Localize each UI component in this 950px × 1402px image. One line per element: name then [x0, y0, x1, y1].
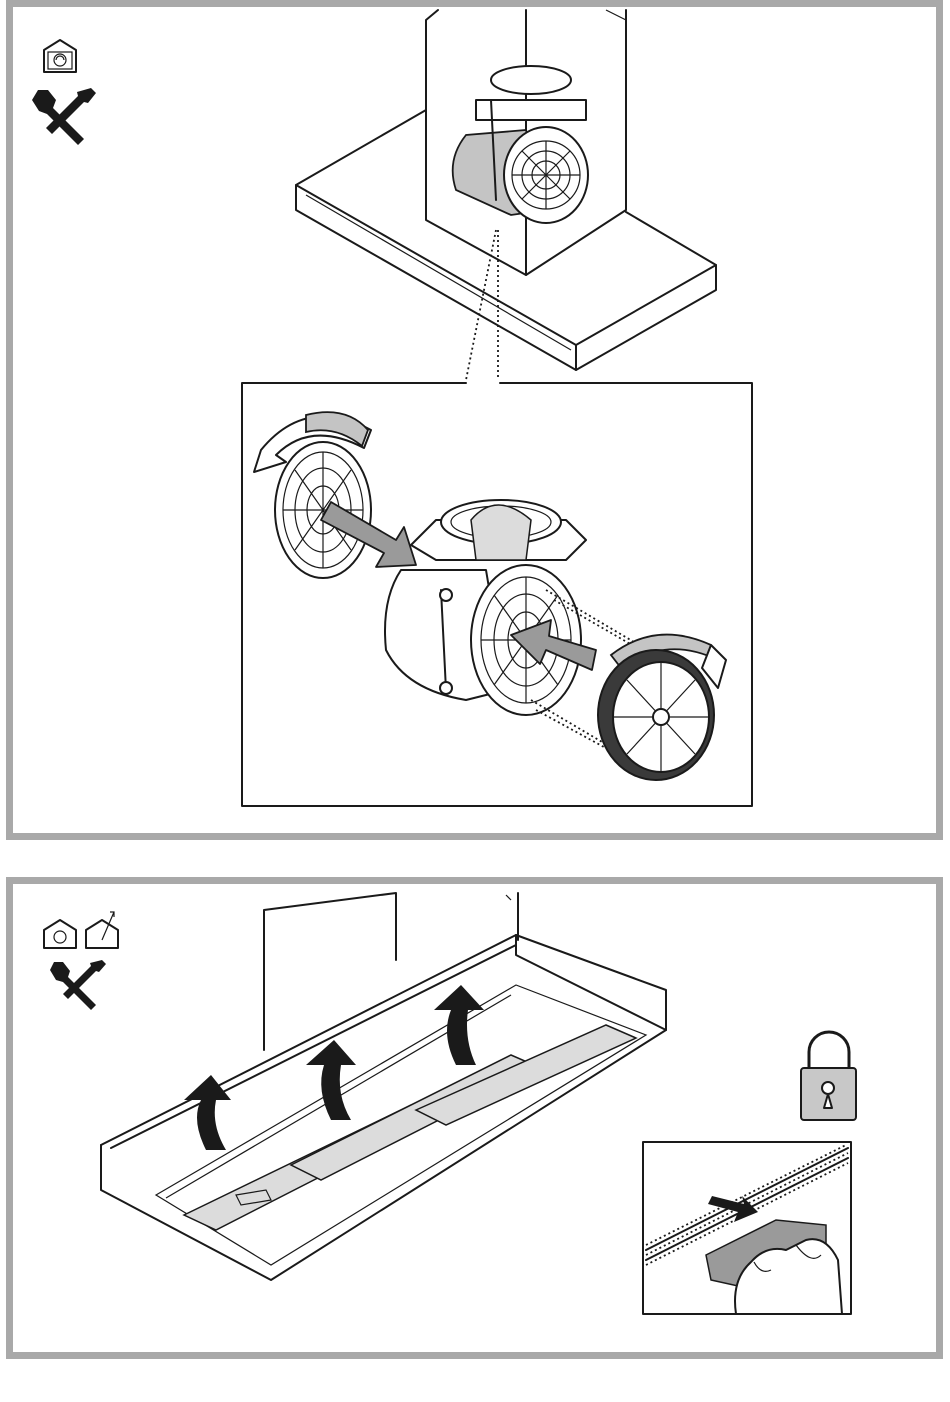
panel-grease-filter: [6, 877, 943, 1359]
lift-arrow-2: [306, 1040, 356, 1120]
left-carbon-filter: [254, 412, 371, 578]
padlock-icon: [801, 1032, 856, 1120]
panel-recirculation-filter: [6, 0, 943, 840]
slide-arrow: [708, 1196, 758, 1222]
lift-arrow-3: [434, 985, 484, 1065]
tools-icon: [32, 88, 96, 145]
recirculation-mode-icon: [44, 40, 76, 72]
panel-1-drawing: [13, 7, 936, 833]
latch-detail: [643, 1142, 851, 1314]
hood-underside: [101, 935, 666, 1280]
recirculation-mode-icon: [44, 920, 76, 948]
lift-arrow-1: [184, 1075, 231, 1150]
motor-in-chimney: [453, 66, 588, 223]
panel-2-drawing: [13, 884, 936, 1352]
tools-icon: [50, 960, 106, 1010]
extraction-mode-icon: [86, 912, 118, 948]
right-carbon-filter: [598, 635, 726, 780]
hood-chimney: [264, 893, 518, 1050]
fan-motor-assembly: [385, 500, 586, 715]
